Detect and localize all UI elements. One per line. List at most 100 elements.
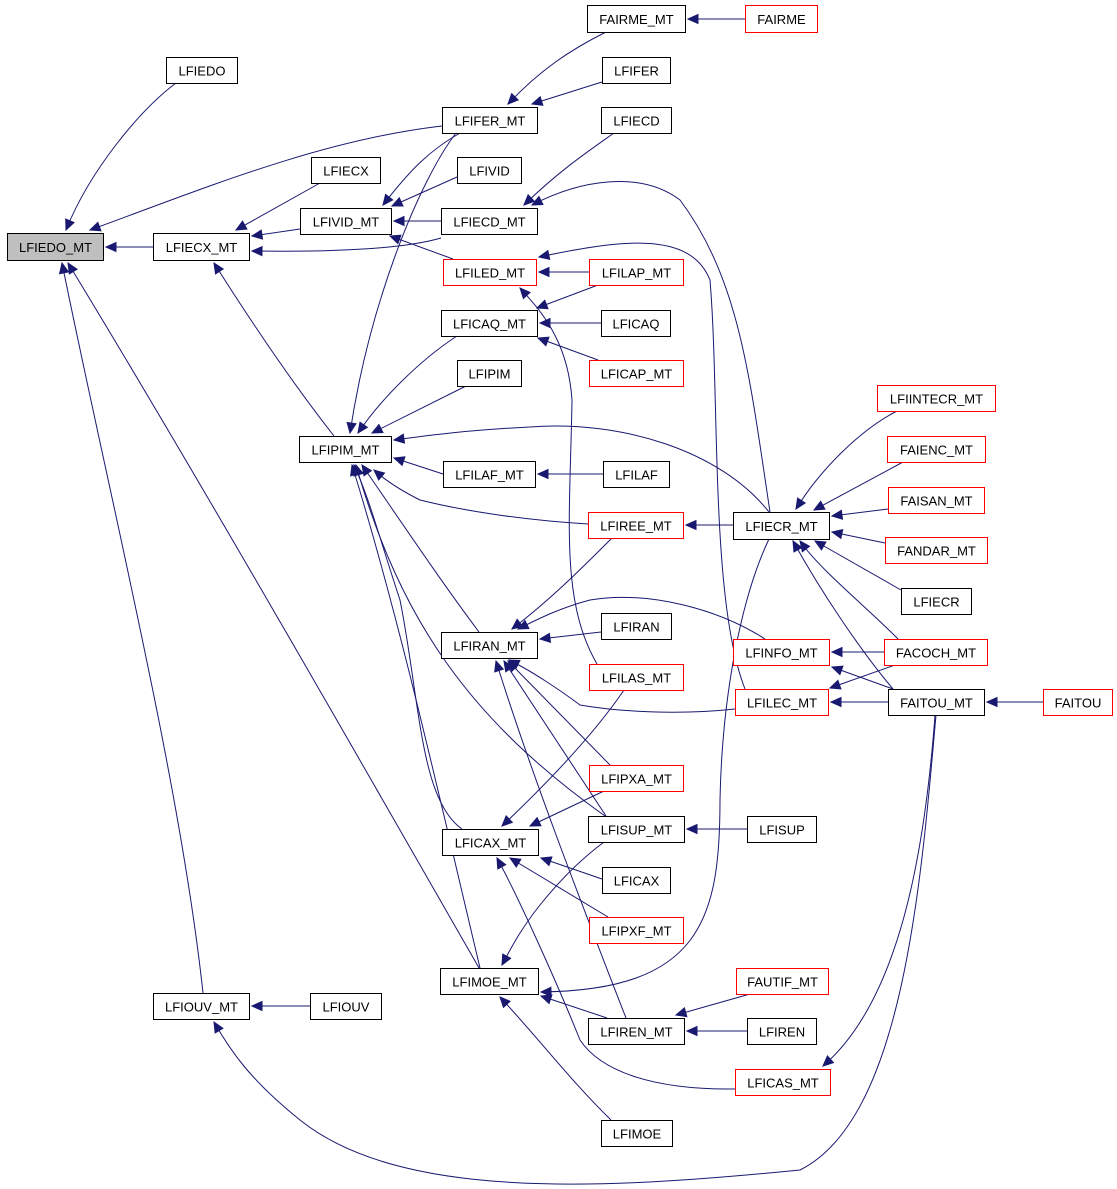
node-lfiled-mt[interactable]: LFILED_MT <box>443 259 537 286</box>
node-lfiecr-mt[interactable]: LFIECR_MT <box>733 512 830 540</box>
node-lfiecx-mt[interactable]: LFIECX_MT <box>153 233 250 261</box>
node-lfifer-mt[interactable]: LFIFER_MT <box>442 107 538 134</box>
node-lfilaf[interactable]: LFILAF <box>603 461 670 488</box>
node-box[interactable] <box>587 5 686 33</box>
node-lfivid[interactable]: LFIVID <box>457 157 522 184</box>
node-box[interactable] <box>885 537 988 564</box>
node-lfiran-mt[interactable]: LFIRAN_MT <box>441 632 538 659</box>
node-faisan-mt[interactable]: FAISAN_MT <box>888 487 985 514</box>
node-box[interactable] <box>589 917 684 944</box>
node-box[interactable] <box>589 765 684 792</box>
node-box[interactable] <box>736 968 829 995</box>
node-lfimoe-mt[interactable]: LFIMOE_MT <box>440 968 539 995</box>
node-box[interactable] <box>153 993 250 1020</box>
node-lfisup[interactable]: LFISUP <box>747 816 817 843</box>
node-lfiree-mt[interactable]: LFIREE_MT <box>588 512 684 539</box>
node-box[interactable] <box>745 5 818 33</box>
node-lfiecr[interactable]: LFIECR <box>901 588 972 615</box>
node-lfiedo[interactable]: LFIEDO <box>166 57 238 84</box>
node-lfimoe[interactable]: LFIMOE <box>601 1120 673 1147</box>
node-fandar-mt[interactable]: FANDAR_MT <box>885 537 988 564</box>
node-box[interactable] <box>310 993 382 1020</box>
node-lfilas-mt[interactable]: LFILAS_MT <box>589 664 684 691</box>
node-lfiecd-mt[interactable]: LFIECD_MT <box>441 208 538 235</box>
node-lfiouv-mt[interactable]: LFIOUV_MT <box>153 993 250 1020</box>
node-box[interactable] <box>601 310 671 337</box>
node-box[interactable] <box>441 208 538 235</box>
node-box[interactable] <box>441 632 538 659</box>
node-faienc-mt[interactable]: FAIENC_MT <box>887 436 986 463</box>
node-box[interactable] <box>1043 689 1113 716</box>
node-lfipxa-mt[interactable]: LFIPXA_MT <box>589 765 684 792</box>
node-box[interactable] <box>887 436 986 463</box>
node-lfiintecr-mt[interactable]: LFIINTECR_MT <box>877 385 996 412</box>
node-lficax-mt[interactable]: LFICAX_MT <box>442 829 539 856</box>
node-lficaq[interactable]: LFICAQ <box>601 310 671 337</box>
node-box[interactable] <box>603 461 670 488</box>
node-facoch-mt[interactable]: FACOCH_MT <box>884 639 988 666</box>
node-lfiecx[interactable]: LFIECX <box>311 157 381 184</box>
node-fautif-mt[interactable]: FAUTIF_MT <box>736 968 829 995</box>
node-lfiren[interactable]: LFIREN <box>747 1018 817 1045</box>
node-lfipim[interactable]: LFIPIM <box>457 360 522 387</box>
node-lficap-mt[interactable]: LFICAP_MT <box>589 360 684 387</box>
node-box[interactable] <box>884 639 988 666</box>
node-box[interactable] <box>589 259 684 286</box>
node-lfiren-mt[interactable]: LFIREN_MT <box>588 1018 685 1045</box>
node-box[interactable] <box>442 107 538 134</box>
node-box[interactable] <box>733 512 830 540</box>
node-box[interactable] <box>733 639 830 666</box>
node-box[interactable] <box>589 360 684 387</box>
node-box[interactable] <box>457 157 522 184</box>
node-box[interactable] <box>588 816 685 843</box>
node-box[interactable] <box>602 57 671 84</box>
node-box[interactable] <box>441 310 538 337</box>
node-box[interactable] <box>602 867 671 894</box>
node-box[interactable] <box>440 968 539 995</box>
node-lfilaf-mt[interactable]: LFILAF_MT <box>443 461 536 488</box>
node-lficas-mt[interactable]: LFICAS_MT <box>735 1069 831 1096</box>
node-faitou[interactable]: FAITOU <box>1043 689 1113 716</box>
node-box[interactable] <box>588 512 684 539</box>
node-box[interactable] <box>601 613 672 640</box>
node-fairme[interactable]: FAIRME <box>745 5 818 33</box>
node-box[interactable] <box>589 664 684 691</box>
node-box[interactable] <box>747 816 817 843</box>
node-lfiedo-mt[interactable]: LFIEDO_MT <box>7 233 104 261</box>
node-box[interactable] <box>153 233 250 261</box>
node-lfipxf-mt[interactable]: LFIPXF_MT <box>589 917 684 944</box>
node-box[interactable] <box>901 588 972 615</box>
node-lfinfo-mt[interactable]: LFINFO_MT <box>733 639 830 666</box>
node-lfiouv[interactable]: LFIOUV <box>310 993 382 1020</box>
node-box[interactable] <box>601 1120 673 1147</box>
node-box[interactable] <box>442 829 539 856</box>
node-lfivid-mt[interactable]: LFIVID_MT <box>300 208 392 235</box>
node-fairme-mt[interactable]: FAIRME_MT <box>587 5 686 33</box>
node-box[interactable] <box>166 57 238 84</box>
node-box[interactable] <box>588 1018 685 1045</box>
node-lficaq-mt[interactable]: LFICAQ_MT <box>441 310 538 337</box>
node-box[interactable] <box>888 689 985 716</box>
node-box[interactable] <box>311 157 381 184</box>
node-box[interactable] <box>7 233 104 261</box>
node-box[interactable] <box>601 107 672 134</box>
node-lfifer[interactable]: LFIFER <box>602 57 671 84</box>
node-box[interactable] <box>443 461 536 488</box>
node-box[interactable] <box>735 1069 831 1096</box>
node-lfiran[interactable]: LFIRAN <box>601 613 672 640</box>
node-box[interactable] <box>299 436 392 463</box>
node-box[interactable] <box>443 259 537 286</box>
node-lficax[interactable]: LFICAX <box>602 867 671 894</box>
node-faitou-mt[interactable]: FAITOU_MT <box>888 689 985 716</box>
node-box[interactable] <box>747 1018 817 1045</box>
node-lfilec-mt[interactable]: LFILEC_MT <box>735 689 829 716</box>
node-box[interactable] <box>300 208 392 235</box>
node-lfiecd[interactable]: LFIECD <box>601 107 672 134</box>
node-lfilap-mt[interactable]: LFILAP_MT <box>589 259 684 286</box>
node-box[interactable] <box>735 689 829 716</box>
node-box[interactable] <box>888 487 985 514</box>
node-lfisup-mt[interactable]: LFISUP_MT <box>588 816 685 843</box>
node-lfipim-mt[interactable]: LFIPIM_MT <box>299 436 392 463</box>
node-box[interactable] <box>457 360 522 387</box>
node-box[interactable] <box>877 385 996 412</box>
